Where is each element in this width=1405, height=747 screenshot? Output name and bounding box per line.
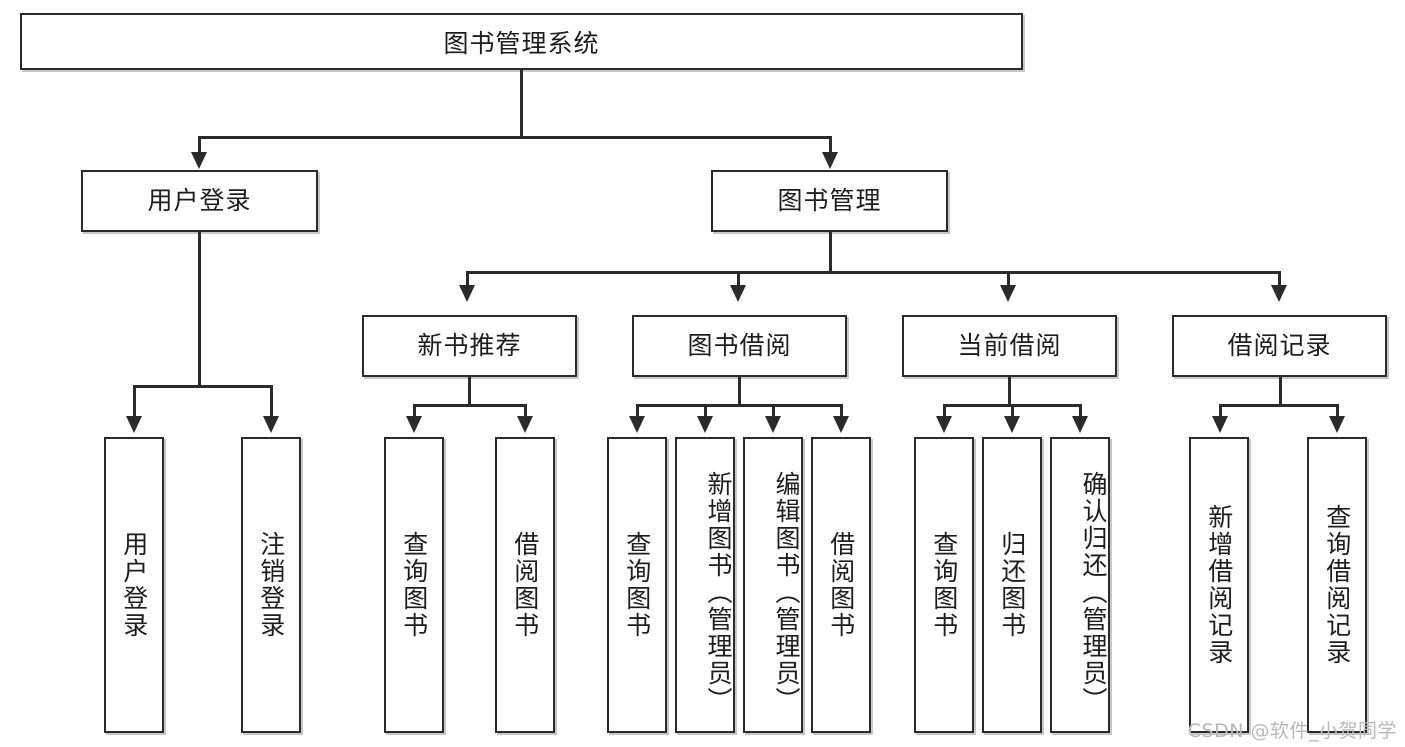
node-label: 归还图书 [997, 531, 1027, 639]
leaf-book-borrow-edit-book-admin[interactable]: 编辑图书（管理员） [743, 437, 803, 733]
connector-new-book-recommend-stem [468, 377, 471, 406]
arrowhead-cb-leaf-1 [936, 416, 952, 433]
arrowhead-cb-leaf-3 [1072, 416, 1088, 433]
connector-new-book-recommend-bus [413, 404, 526, 407]
arrowhead-bb-leaf-3 [765, 416, 781, 433]
node-label: 注销登录 [256, 531, 286, 639]
leaf-user-login-logout[interactable]: 注销登录 [241, 437, 301, 733]
connector-bb-leaf-2 [704, 404, 707, 418]
connector-to-book-borrow [737, 271, 740, 287]
connector-nbr-leaf-1 [413, 404, 416, 418]
connector-cb-leaf-1 [943, 404, 946, 418]
leaf-borrow-record-query-record[interactable]: 查询借阅记录 [1307, 437, 1367, 733]
connector-root-to-book-management [829, 136, 832, 154]
node-current-borrow[interactable]: 当前借阅 [902, 315, 1117, 377]
connector-book-borrow-stem [738, 377, 741, 406]
leaf-book-borrow-add-book-admin[interactable]: 新增图书（管理员） [675, 437, 735, 733]
connector-cb-leaf-3 [1079, 404, 1082, 418]
node-label: 图书管理 [777, 186, 882, 215]
watermark-text: CSDN @软件_小贺同学 [1187, 720, 1397, 742]
arrowhead-nbr-leaf-1 [406, 416, 422, 433]
arrowhead-bb-leaf-2 [697, 416, 713, 433]
connector-to-borrow-record [1278, 271, 1281, 287]
leaf-book-borrow-query-book[interactable]: 查询图书 [607, 437, 667, 733]
connector-book-management-stem [829, 232, 832, 273]
connector-level3-bus [466, 271, 1281, 274]
connector-br-leaf-2 [1336, 404, 1339, 418]
connector-current-borrow-stem [1008, 377, 1011, 406]
node-user-login[interactable]: 用户登录 [81, 170, 318, 232]
leaf-new-book-query-book[interactable]: 查询图书 [384, 437, 444, 733]
node-borrow-record[interactable]: 借阅记录 [1172, 315, 1387, 377]
node-label: 新书推荐 [417, 331, 522, 360]
arrowhead-borrow-record [1271, 285, 1287, 302]
connector-to-current-borrow [1007, 271, 1010, 287]
connector-borrow-record-bus [1219, 404, 1339, 407]
arrowhead-root-to-book-management [822, 152, 838, 169]
arrowhead-new-book-recommend [459, 285, 475, 302]
node-label: 当前借阅 [957, 331, 1062, 360]
connector-bb-leaf-1 [636, 404, 639, 418]
leaf-current-borrow-return-book[interactable]: 归还图书 [982, 437, 1042, 733]
node-label: 借阅记录 [1227, 331, 1332, 360]
leaf-borrow-record-add-record[interactable]: 新增借阅记录 [1189, 437, 1249, 733]
node-label: 新增借阅记录 [1204, 504, 1234, 666]
connector-nbr-leaf-2 [524, 404, 527, 418]
arrowhead-bb-leaf-4 [833, 416, 849, 433]
connector-user-login-to-leaf-2 [270, 385, 273, 418]
node-label: 借阅图书 [510, 531, 540, 639]
node-label: 借阅图书 [826, 531, 856, 639]
connector-to-new-book-recommend [466, 271, 469, 287]
arrowhead-current-borrow [1000, 285, 1016, 302]
leaf-current-borrow-query-book[interactable]: 查询图书 [914, 437, 974, 733]
connector-root-stem [520, 70, 523, 137]
node-label: 图书借阅 [687, 331, 792, 360]
node-new-book-recommend[interactable]: 新书推荐 [362, 315, 577, 377]
node-root-book-management-system[interactable]: 图书管理系统 [20, 13, 1023, 70]
arrowhead-bb-leaf-1 [629, 416, 645, 433]
connector-bb-leaf-3 [772, 404, 775, 418]
connector-borrow-record-stem [1279, 377, 1282, 406]
connector-root-bus [198, 136, 832, 139]
leaf-book-borrow-borrow-book[interactable]: 借阅图书 [811, 437, 871, 733]
arrowhead-br-leaf-2 [1329, 416, 1345, 433]
arrowhead-book-borrow [730, 285, 746, 302]
arrowhead-cb-leaf-2 [1004, 416, 1020, 433]
node-label: 查询借阅记录 [1322, 504, 1352, 666]
arrowhead-user-login-leaf-2 [263, 416, 279, 433]
node-label: 查询图书 [399, 531, 429, 639]
arrowhead-root-to-user-login [191, 152, 207, 169]
leaf-current-borrow-confirm-return-admin[interactable]: 确认归还（管理员） [1050, 437, 1110, 733]
node-label: 查询图书 [622, 531, 652, 639]
connector-book-borrow-bus [636, 404, 840, 407]
node-label: 图书管理系统 [443, 28, 600, 58]
node-label: 编辑图书（管理员） [772, 470, 801, 714]
connector-bb-leaf-4 [840, 404, 843, 418]
node-label: 查询图书 [929, 531, 959, 639]
connector-user-login-to-leaf-1 [133, 385, 136, 418]
leaf-new-book-borrow-book[interactable]: 借阅图书 [495, 437, 555, 733]
arrowhead-br-leaf-1 [1212, 416, 1228, 433]
node-label: 新增图书（管理员） [704, 470, 733, 714]
node-label: 确认归还（管理员） [1079, 470, 1108, 714]
node-book-management[interactable]: 图书管理 [711, 170, 948, 232]
node-label: 用户登录 [147, 186, 252, 215]
connector-user-login-bus [133, 385, 271, 388]
arrowhead-user-login-leaf-1 [126, 416, 142, 433]
node-label: 用户登录 [119, 531, 149, 639]
arrowhead-nbr-leaf-2 [517, 416, 533, 433]
connector-user-login-stem [198, 232, 201, 387]
leaf-user-login-login[interactable]: 用户登录 [104, 437, 164, 733]
node-book-borrow[interactable]: 图书借阅 [632, 315, 847, 377]
connector-cb-leaf-2 [1011, 404, 1014, 418]
connector-root-to-user-login [198, 136, 201, 154]
connector-br-leaf-1 [1219, 404, 1222, 418]
